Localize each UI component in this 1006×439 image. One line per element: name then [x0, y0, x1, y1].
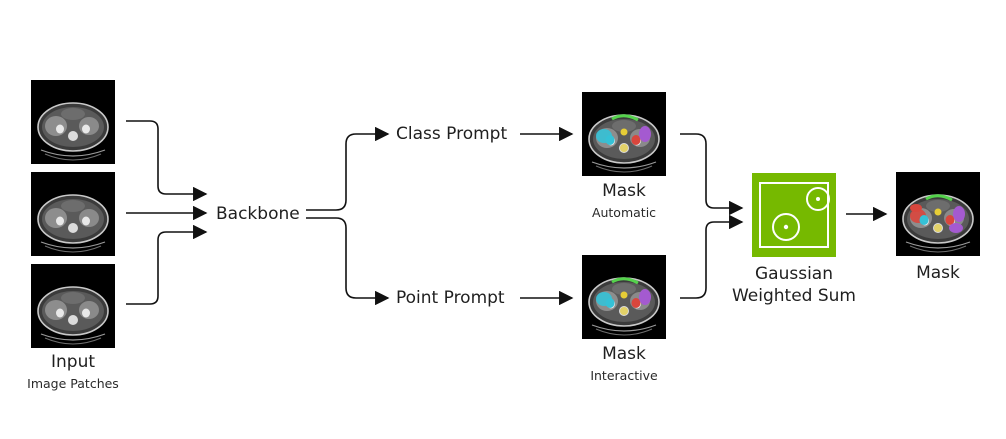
ct-slice-icon	[582, 255, 666, 339]
output-mask-image	[896, 172, 980, 256]
input-subtitle: Image Patches	[27, 376, 119, 391]
mask-interactive-subtitle: Interactive	[590, 368, 658, 383]
mask-automatic-subtitle: Automatic	[591, 205, 657, 220]
gaussian-circles-icon	[752, 173, 836, 257]
input-image-patch-1	[31, 80, 115, 164]
input-image-patch-2	[31, 172, 115, 256]
fusion-line2: Weighted Sum	[731, 286, 856, 306]
ct-slice-icon	[896, 172, 980, 256]
arrow-mask-auto-gaussian	[680, 133, 744, 216]
mask-interactive-image	[582, 255, 666, 339]
fusion-line1: Gaussian	[755, 264, 833, 284]
arrow-mask-inter-gaussian	[680, 214, 744, 299]
mask-interactive-title: Mask	[602, 344, 646, 364]
point-prompt-label: Point Prompt	[396, 288, 505, 308]
ct-slice-icon	[31, 264, 115, 348]
input-image-patch-3	[31, 264, 115, 348]
mask-automatic-image	[582, 92, 666, 176]
class-prompt-label: Class Prompt	[396, 124, 508, 144]
ct-slice-icon	[582, 92, 666, 176]
backbone-label: Backbone	[216, 204, 300, 224]
arrow-input3-backbone	[126, 224, 208, 305]
arrow-input1-backbone	[126, 120, 208, 202]
ct-slice-icon	[31, 172, 115, 256]
ct-slice-icon	[31, 80, 115, 164]
mask-automatic-title: Mask	[602, 181, 646, 201]
input-title: Input	[50, 352, 96, 372]
arrow-backbone-point-prompt	[306, 217, 390, 306]
output-mask-title: Mask	[916, 263, 960, 283]
arrow-backbone-class-prompt	[306, 126, 390, 211]
